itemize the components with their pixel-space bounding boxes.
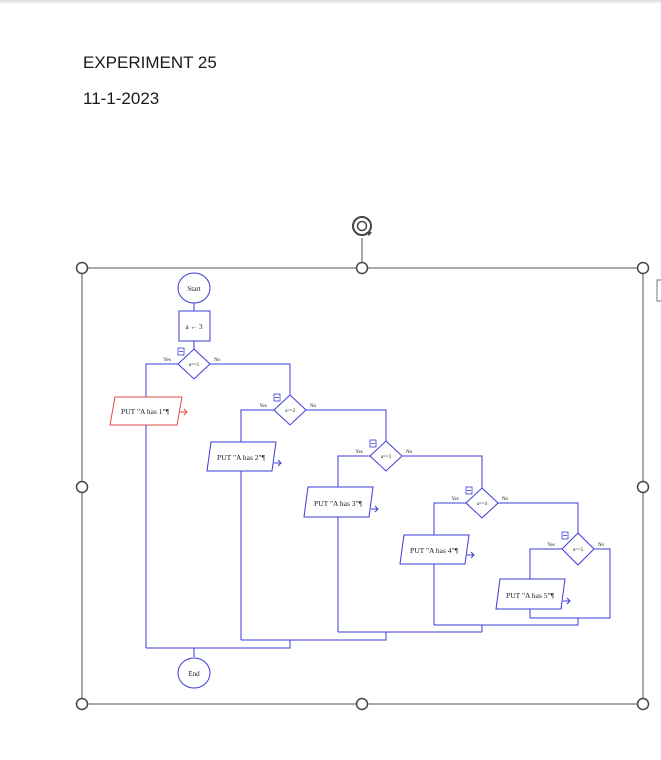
- output-4-label: PUT "A has 4"¶: [410, 546, 459, 555]
- decision-2-yes-label: Yes: [259, 404, 266, 409]
- image-selection-frame[interactable]: [81, 238, 644, 705]
- decision-5-diamond[interactable]: [561, 532, 595, 566]
- window-top-edge: [0, 0, 661, 3]
- decision-4-no-label: No: [502, 497, 509, 502]
- end-label: End: [188, 670, 200, 678]
- decision-1-diamond[interactable]: [177, 348, 211, 380]
- resize-handle-bottom-right[interactable]: [636, 697, 650, 711]
- decision-1-no-label: No: [214, 358, 221, 363]
- output-4-io-shape[interactable]: [399, 534, 470, 565]
- rotate-handle[interactable]: [352, 216, 372, 236]
- decision-3-yes-label: Yes: [355, 450, 362, 455]
- decision-3-no-label: No: [406, 450, 413, 455]
- resize-handle-middle-left[interactable]: [75, 480, 89, 494]
- assign-label: a ← 3: [185, 323, 203, 331]
- decision-2-diamond[interactable]: [273, 394, 307, 426]
- document-title: EXPERIMENT 25: [83, 53, 217, 72]
- decision-5-yes-label: Yes: [547, 543, 554, 548]
- output-5-label: PUT "A has 5"¶: [506, 591, 555, 600]
- decision-2-label: a==2: [285, 409, 296, 414]
- decision-4-yes-label: Yes: [451, 497, 458, 502]
- decision-4-diamond[interactable]: [465, 487, 499, 519]
- resize-handle-bottom-middle[interactable]: [355, 697, 369, 711]
- output-1-label: PUT "A has 1"¶: [121, 407, 170, 416]
- assign-process-box[interactable]: [178, 310, 211, 342]
- decision-5-no-label: No: [598, 543, 605, 548]
- decision-4-label: a==4: [477, 502, 488, 507]
- resize-handle-top-left[interactable]: [75, 261, 89, 275]
- decision-1-yes-label: Yes: [163, 358, 170, 363]
- decision-2-no-label: No: [310, 404, 317, 409]
- resize-handle-top-middle[interactable]: [355, 261, 369, 275]
- resize-handle-bottom-left[interactable]: [75, 697, 89, 711]
- decision-1-label: a==1: [189, 363, 200, 368]
- document-date: 11-1-2023: [83, 89, 160, 108]
- output-2-io-shape[interactable]: [206, 441, 277, 472]
- resize-handle-top-right[interactable]: [636, 261, 650, 275]
- decision-5-label: a==5: [573, 548, 584, 553]
- output-2-label: PUT "A has 2"¶: [217, 453, 266, 462]
- layout-options-button-edge[interactable]: [656, 279, 661, 302]
- resize-handle-middle-right[interactable]: [636, 480, 650, 494]
- output-1-io-shape[interactable]: [109, 396, 183, 426]
- output-3-io-shape[interactable]: [303, 486, 374, 518]
- flowchart: [109, 272, 611, 689]
- output-5-io-shape[interactable]: [495, 578, 566, 610]
- output-3-label: PUT "A has 3"¶: [314, 499, 363, 508]
- decision-3-label: a==3: [381, 455, 392, 460]
- decision-3-diamond[interactable]: [369, 440, 403, 472]
- end-terminal[interactable]: [177, 657, 211, 689]
- start-label: Start: [187, 285, 200, 293]
